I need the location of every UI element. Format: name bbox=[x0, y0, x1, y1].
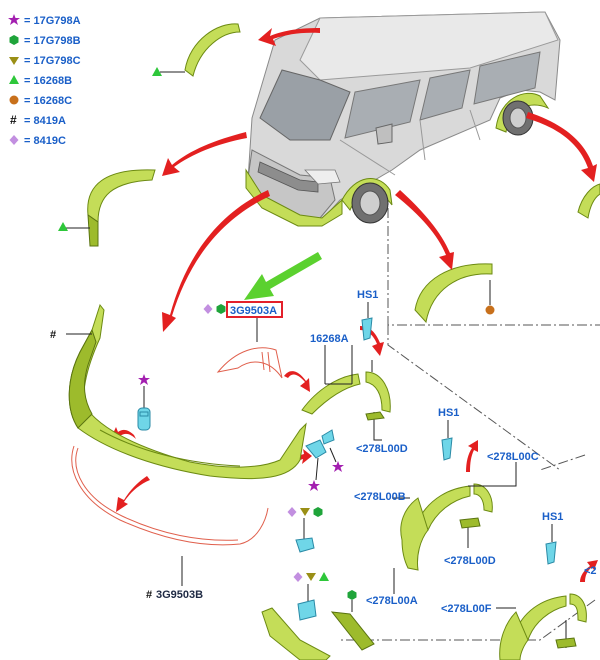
legend-item-8419C: = 8419C bbox=[9, 135, 66, 147]
label-278L00E-partial: <2 bbox=[584, 565, 597, 577]
diamond-icon bbox=[9, 135, 19, 145]
hexagon-icon bbox=[216, 304, 226, 314]
wheel-arch-rear-left bbox=[152, 23, 241, 77]
lower-part-hash: # bbox=[146, 589, 152, 601]
clip-left bbox=[137, 374, 151, 431]
label-278L00A: <278L00A bbox=[366, 595, 418, 607]
legend-item-17G798C: = 17G798C bbox=[9, 55, 81, 67]
label-278L00B: <278L00B bbox=[354, 491, 406, 503]
hs1-label: HS1 bbox=[438, 407, 459, 419]
triangle-down-icon bbox=[306, 573, 316, 581]
diamond-icon bbox=[287, 507, 297, 517]
triangle-down-icon bbox=[9, 57, 19, 65]
label-278L00D-a: <278L00D bbox=[356, 443, 408, 455]
part-highlight-box bbox=[226, 301, 283, 318]
wheel-arch-front-left bbox=[58, 169, 156, 247]
clip-stack-lower bbox=[261, 507, 331, 660]
arch-flare-278L00F: <278L00F <2 bbox=[441, 565, 597, 660]
legend-label: = 16268B bbox=[24, 75, 72, 87]
hs1-clip-c: HS1 bbox=[542, 511, 563, 565]
triangle-up-icon bbox=[319, 572, 329, 581]
wheel-arch-front-right bbox=[414, 263, 495, 324]
legend-label: = 17G798A bbox=[24, 15, 81, 27]
star-icon bbox=[8, 14, 20, 25]
lower-part-label: 3G9503B bbox=[156, 589, 203, 601]
legend-item-17G798A: = 17G798A bbox=[8, 14, 81, 27]
legend-item-17G798B: = 17G798B bbox=[9, 35, 81, 47]
triangle-up-icon bbox=[58, 222, 68, 231]
triangle-up-icon bbox=[152, 67, 162, 76]
star-icon bbox=[332, 461, 344, 472]
hs1-clip-b: HS1 bbox=[438, 407, 459, 461]
green-arrow bbox=[244, 252, 322, 300]
construction-lines bbox=[340, 190, 600, 641]
circle-icon bbox=[9, 95, 19, 105]
label-278L00D-b: <278L00D bbox=[444, 555, 496, 567]
hash-icon: # bbox=[10, 113, 17, 127]
star-icon bbox=[138, 374, 150, 385]
legend-label: = 8419C bbox=[24, 135, 66, 147]
hs1-label: HS1 bbox=[357, 289, 378, 301]
legend-item-16268B: = 16268B bbox=[9, 75, 72, 87]
label-278L00F: <278L00F bbox=[441, 603, 492, 615]
arch-flare-16268A: 16268A <278L00D bbox=[301, 333, 408, 455]
diamond-icon bbox=[203, 304, 213, 314]
circle-icon bbox=[485, 305, 495, 315]
van-illustration bbox=[245, 11, 561, 227]
legend-item-8419A: # = 8419A bbox=[10, 113, 66, 127]
hs1-clip-a: HS1 bbox=[357, 289, 378, 341]
bumper-outline-ghost bbox=[216, 347, 283, 379]
hexagon-icon bbox=[313, 507, 323, 517]
legend-label: = 16268C bbox=[24, 95, 72, 107]
label-278L00C: <278L00C bbox=[487, 451, 539, 463]
bumper-part-label: 3G9503A bbox=[230, 305, 277, 317]
legend-label: = 17G798B bbox=[24, 35, 81, 47]
hexagon-icon bbox=[347, 590, 357, 600]
lower-lip-3G9503B: # 3G9503B bbox=[71, 445, 269, 601]
wheel-arch-rear-right bbox=[577, 183, 600, 219]
triangle-down-icon bbox=[300, 508, 310, 516]
front-bumper-3G9503A: # bbox=[50, 303, 307, 480]
legend-item-16268C: = 16268C bbox=[9, 95, 72, 107]
panel-17G798B bbox=[330, 590, 375, 651]
diamond-icon bbox=[293, 572, 303, 582]
hexagon-icon bbox=[9, 35, 19, 45]
arch-flare-278L00B: <278L00B <278L00C <278L00D <278L00A bbox=[354, 451, 539, 607]
bumper-part-callout: 3G9503A bbox=[203, 301, 283, 342]
triangle-up-icon bbox=[9, 75, 19, 84]
clip-center bbox=[305, 429, 344, 491]
star-icon bbox=[308, 480, 320, 491]
label-16268A: 16268A bbox=[310, 333, 349, 345]
red-arrows bbox=[110, 28, 598, 582]
legend-label: = 8419A bbox=[24, 115, 66, 127]
legend: = 17G798A = 17G798B = 17G798C = 16268B =… bbox=[8, 14, 81, 147]
legend-label: = 17G798C bbox=[24, 55, 81, 67]
hs1-label: HS1 bbox=[542, 511, 563, 523]
bumper-hash-label: # bbox=[50, 329, 56, 341]
